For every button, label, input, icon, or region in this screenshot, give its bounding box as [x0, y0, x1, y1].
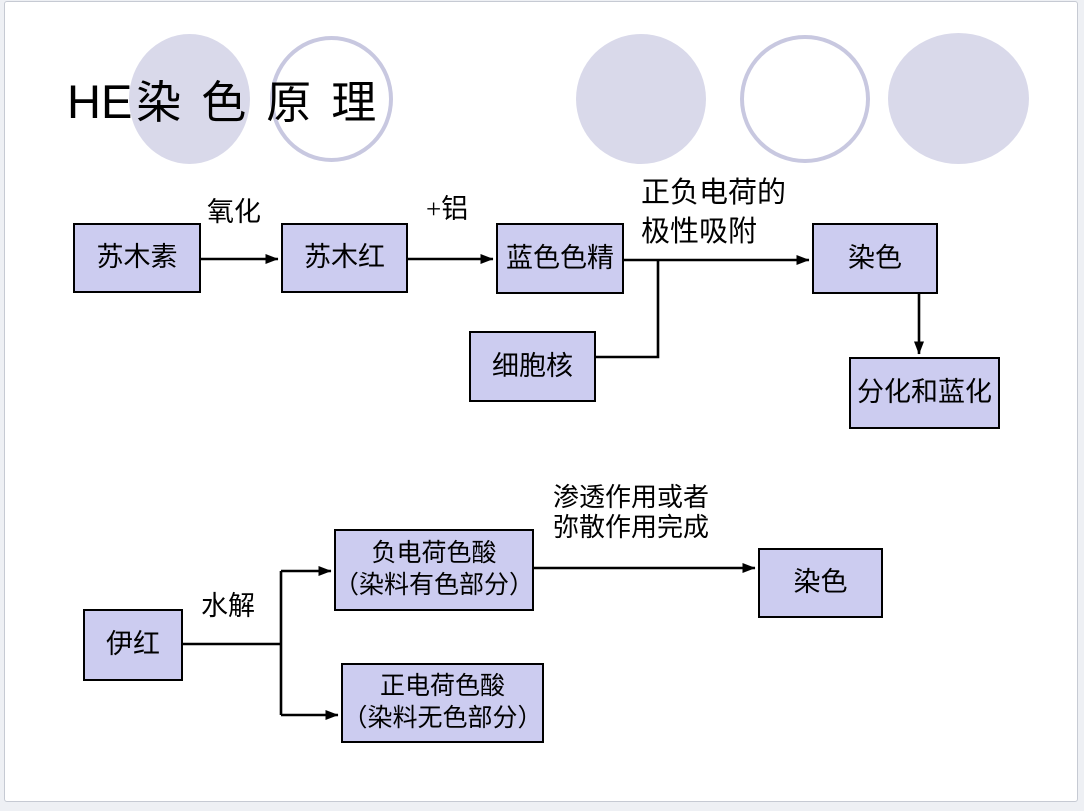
- flow-node-negative-acid-dye: 负电荷色酸 （染料有色部分）: [334, 529, 534, 611]
- flow-node-text: 染色: [848, 242, 902, 273]
- flow-label-text: 极性吸附: [641, 216, 758, 248]
- flow-node-hematein: 苏木红: [281, 223, 408, 293]
- flow-label-text: 氧化: [207, 197, 261, 227]
- connector-nucleus-junction: [596, 259, 660, 359]
- flow-node-text: 染色: [793, 567, 848, 598]
- flow-node-hematoxylin: 苏木素: [73, 223, 201, 293]
- flow-node-positive-acid-dye: 正电荷色酸 （染料无色部分）: [341, 663, 544, 743]
- decor-circle-outline: [270, 36, 393, 162]
- flow-node-text: 正电荷色酸: [379, 672, 505, 700]
- flow-node-text: 苏木红: [304, 242, 385, 273]
- flow-node-text: （染料有色部分）: [334, 572, 535, 599]
- flowchart-layer: 苏木素苏木红蓝色色精染色细胞核分化和蓝化伊红负电荷色酸（染料有色部分）正电荷色酸…: [5, 2, 1077, 801]
- page-title: HE染色原理: [67, 66, 396, 131]
- flow-label-text: 正负电荷的: [641, 177, 787, 209]
- flow-node-text: 分化和蓝化: [857, 377, 992, 408]
- flow-label-oxidation: 氧化: [207, 197, 261, 227]
- flow-node-text: 苏木素: [96, 242, 178, 273]
- flow-node-text: 蓝色色精: [506, 242, 614, 273]
- flow-label-hydrolysis: 水解: [201, 591, 255, 621]
- decor-circles-layer: [5, 2, 1077, 801]
- flow-node-text: 伊红: [106, 629, 160, 660]
- flow-node-text: 细胞核: [492, 350, 573, 381]
- decor-circle-filled: [576, 34, 706, 164]
- flow-node-text: （染料无色部分）: [342, 705, 543, 732]
- flow-node-eosin: 伊红: [83, 609, 183, 681]
- flow-label-text: 弥散作用完成: [553, 513, 710, 542]
- flow-label-text: 水解: [201, 591, 255, 621]
- flow-node-blue-lake: 蓝色色精: [496, 223, 624, 294]
- page-title-cjk: 染色原理: [136, 78, 397, 128]
- page-title-latin: HE: [67, 75, 133, 128]
- flow-node-staining-top: 染色: [812, 223, 938, 294]
- flow-node-text: 负电荷色酸: [371, 539, 497, 567]
- slide-canvas: HE染色原理 苏木素苏木红蓝色色精染色细胞核分化和蓝化伊红负电荷色酸（染料有色部…: [4, 1, 1078, 802]
- flow-label-permeation-diffusion: 渗透作用或者弥散作用完成: [553, 483, 709, 543]
- flow-label-text: +铝: [426, 194, 469, 224]
- flow-node-cell-nucleus: 细胞核: [469, 331, 596, 402]
- decor-circle-filled: [129, 34, 250, 164]
- flow-node-differentiation-bluing: 分化和蓝化: [849, 357, 1000, 429]
- connector-layer: [183, 254, 924, 720]
- flow-label-plus-aluminum: +铝: [426, 194, 468, 224]
- flow-node-staining-bottom: 染色: [758, 548, 883, 618]
- flow-label-text: 渗透作用或者: [553, 483, 710, 512]
- flow-label-charge-attraction: 正负电荷的极性吸附: [641, 174, 786, 252]
- decor-circle-filled: [888, 33, 1029, 164]
- decor-circle-outline: [740, 35, 870, 163]
